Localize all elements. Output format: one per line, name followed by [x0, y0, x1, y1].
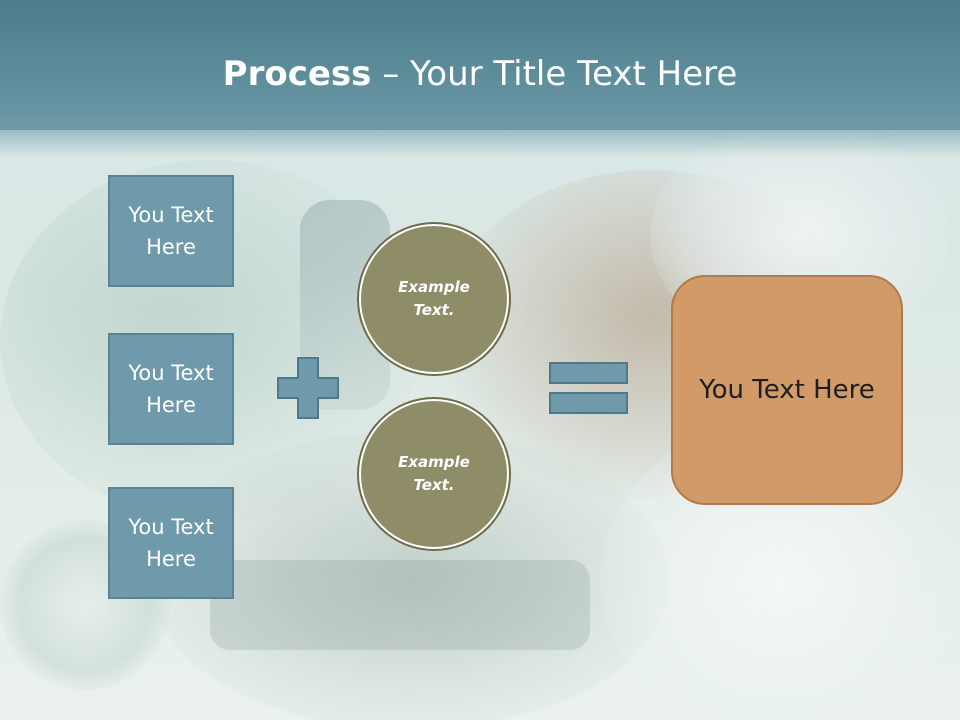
title-bold: Process — [222, 54, 372, 94]
text-box-3-label: You Text Here — [128, 515, 214, 571]
example-circle-2: Example Text. — [359, 399, 509, 549]
title-text: Your Title Text Here — [410, 54, 738, 94]
plus-icon — [277, 357, 339, 419]
result-box-label: You Text Here — [699, 375, 875, 405]
slide-title: Process – Your Title Text Here — [0, 52, 960, 96]
background-microscope-base — [210, 560, 590, 650]
example-circle-2-label: Example Text. — [398, 453, 470, 494]
example-circle-1-label: Example Text. — [398, 278, 470, 319]
result-box: You Text Here — [671, 275, 903, 505]
text-box-1: You Text Here — [108, 175, 234, 287]
title-dash: – — [371, 54, 411, 94]
text-box-2: You Text Here — [108, 333, 234, 445]
example-circle-1: Example Text. — [359, 224, 509, 374]
equals-icon — [549, 362, 628, 414]
text-box-3: You Text Here — [108, 487, 234, 599]
text-box-1-label: You Text Here — [128, 203, 214, 259]
title-bar-fade — [0, 118, 960, 158]
title-bar — [0, 0, 960, 130]
text-box-2-label: You Text Here — [128, 361, 214, 417]
